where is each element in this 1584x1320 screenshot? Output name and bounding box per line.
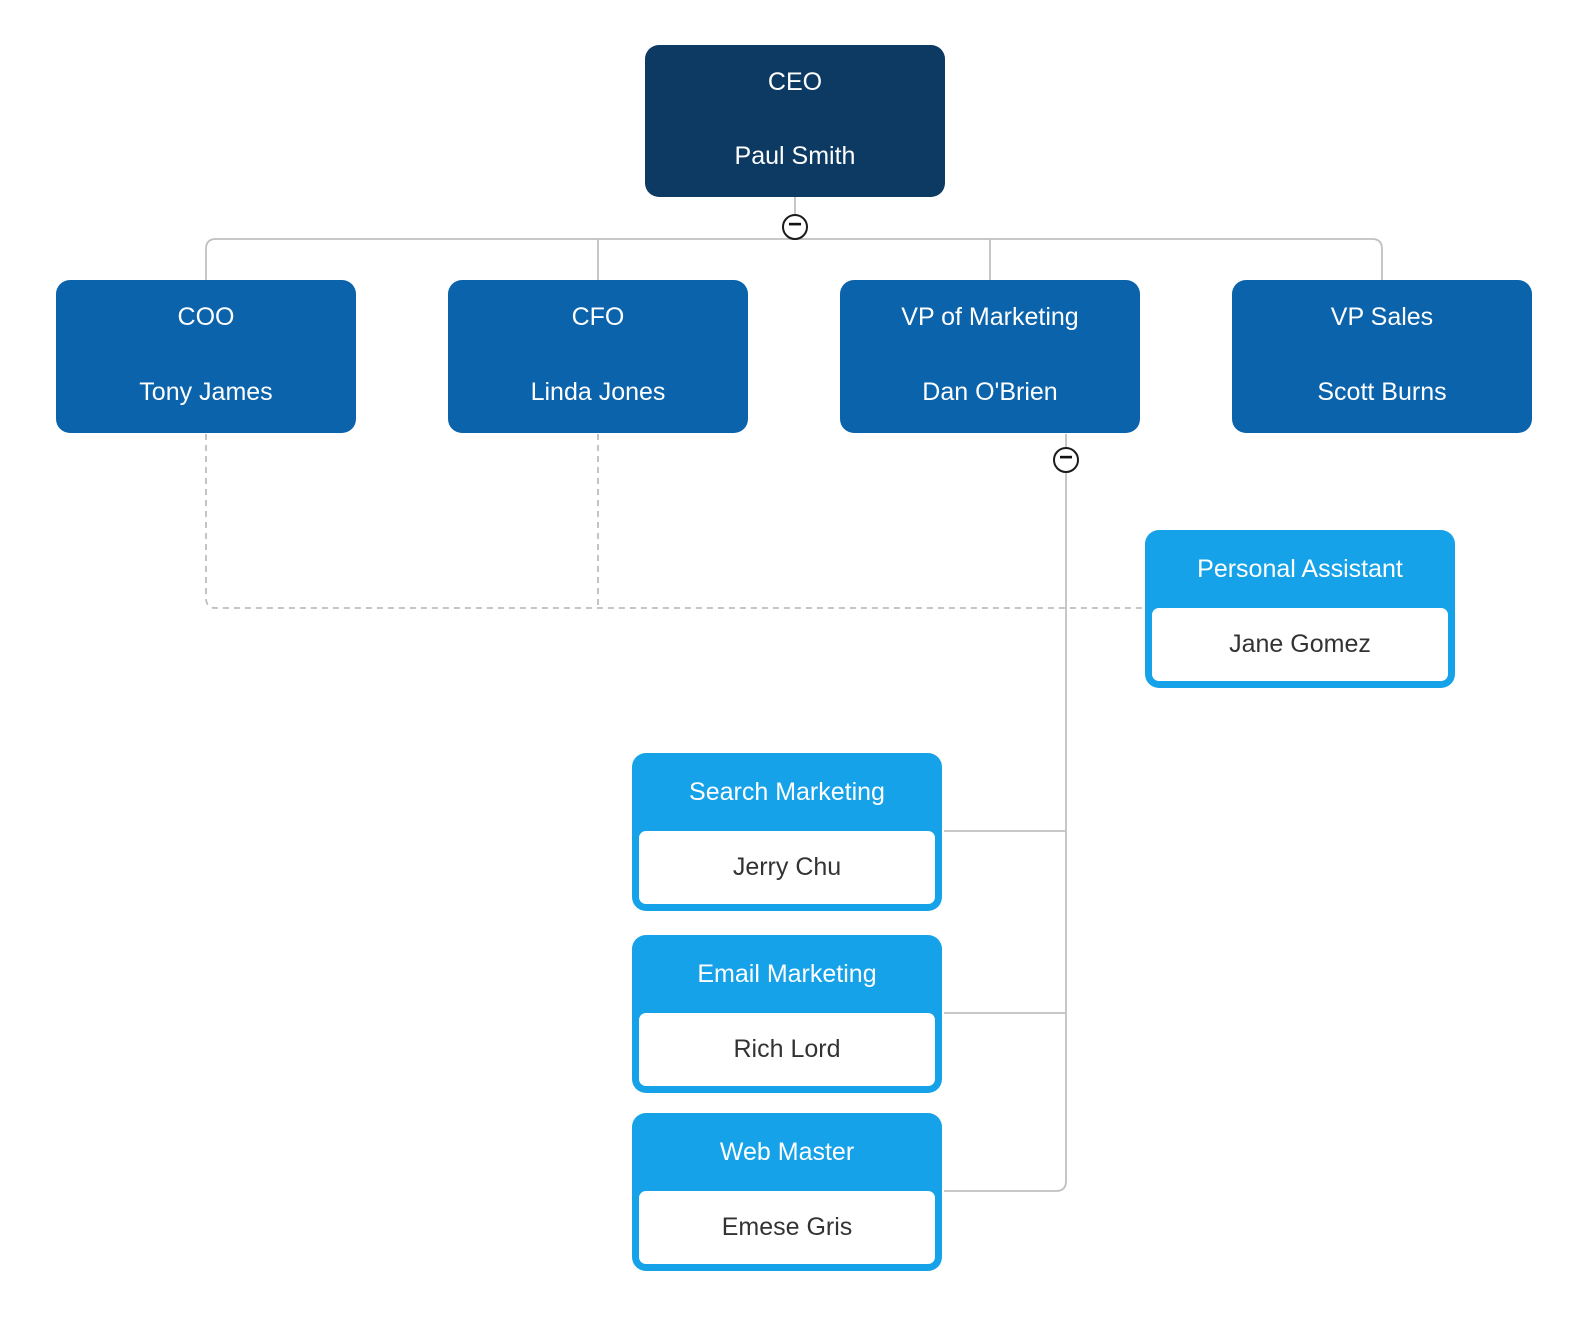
org-node-search-marketing[interactable]: Search Marketing Jerry Chu	[632, 753, 942, 911]
node-name: Emese Gris	[639, 1191, 935, 1264]
org-node-cfo[interactable]: CFO Linda Jones	[448, 280, 748, 433]
org-node-ceo[interactable]: CEO Paul Smith	[645, 45, 945, 197]
connector-marketing-channel	[944, 473, 1067, 1192]
node-title: VP of Marketing	[901, 303, 1079, 331]
node-name: Rich Lord	[639, 1013, 935, 1086]
org-node-coo[interactable]: COO Tony James	[56, 280, 356, 433]
node-name: Linda Jones	[530, 378, 666, 406]
org-node-web-master[interactable]: Web Master Emese Gris	[632, 1113, 942, 1271]
collapse-button-vp-marketing[interactable]: −	[1053, 446, 1079, 473]
org-node-vp-sales[interactable]: VP Sales Scott Burns	[1232, 280, 1532, 433]
node-title: COO	[177, 303, 235, 331]
connector-level2-bus	[205, 238, 1383, 281]
node-name: Scott Burns	[1317, 378, 1447, 406]
node-name: Jerry Chu	[639, 831, 935, 904]
org-node-email-marketing[interactable]: Email Marketing Rich Lord	[632, 935, 942, 1093]
collapse-button-ceo[interactable]: −	[782, 213, 808, 240]
node-title: Web Master	[719, 1137, 855, 1166]
node-name: Tony James	[139, 378, 273, 406]
node-title: Personal Assistant	[1197, 554, 1403, 583]
node-title: Email Marketing	[697, 959, 877, 988]
org-node-vp-marketing[interactable]: VP of Marketing Dan O'Brien	[840, 280, 1140, 433]
node-name: Dan O'Brien	[922, 378, 1058, 406]
node-name: Paul Smith	[734, 142, 856, 170]
node-title: CEO	[767, 68, 823, 96]
node-name: Jane Gomez	[1152, 608, 1448, 681]
node-title: CFO	[571, 303, 625, 331]
org-node-personal-assistant[interactable]: Personal Assistant Jane Gomez	[1145, 530, 1455, 688]
node-title: Search Marketing	[689, 777, 885, 806]
connector-dashed-coo-assistant	[205, 434, 1145, 609]
node-title: VP Sales	[1330, 303, 1434, 331]
